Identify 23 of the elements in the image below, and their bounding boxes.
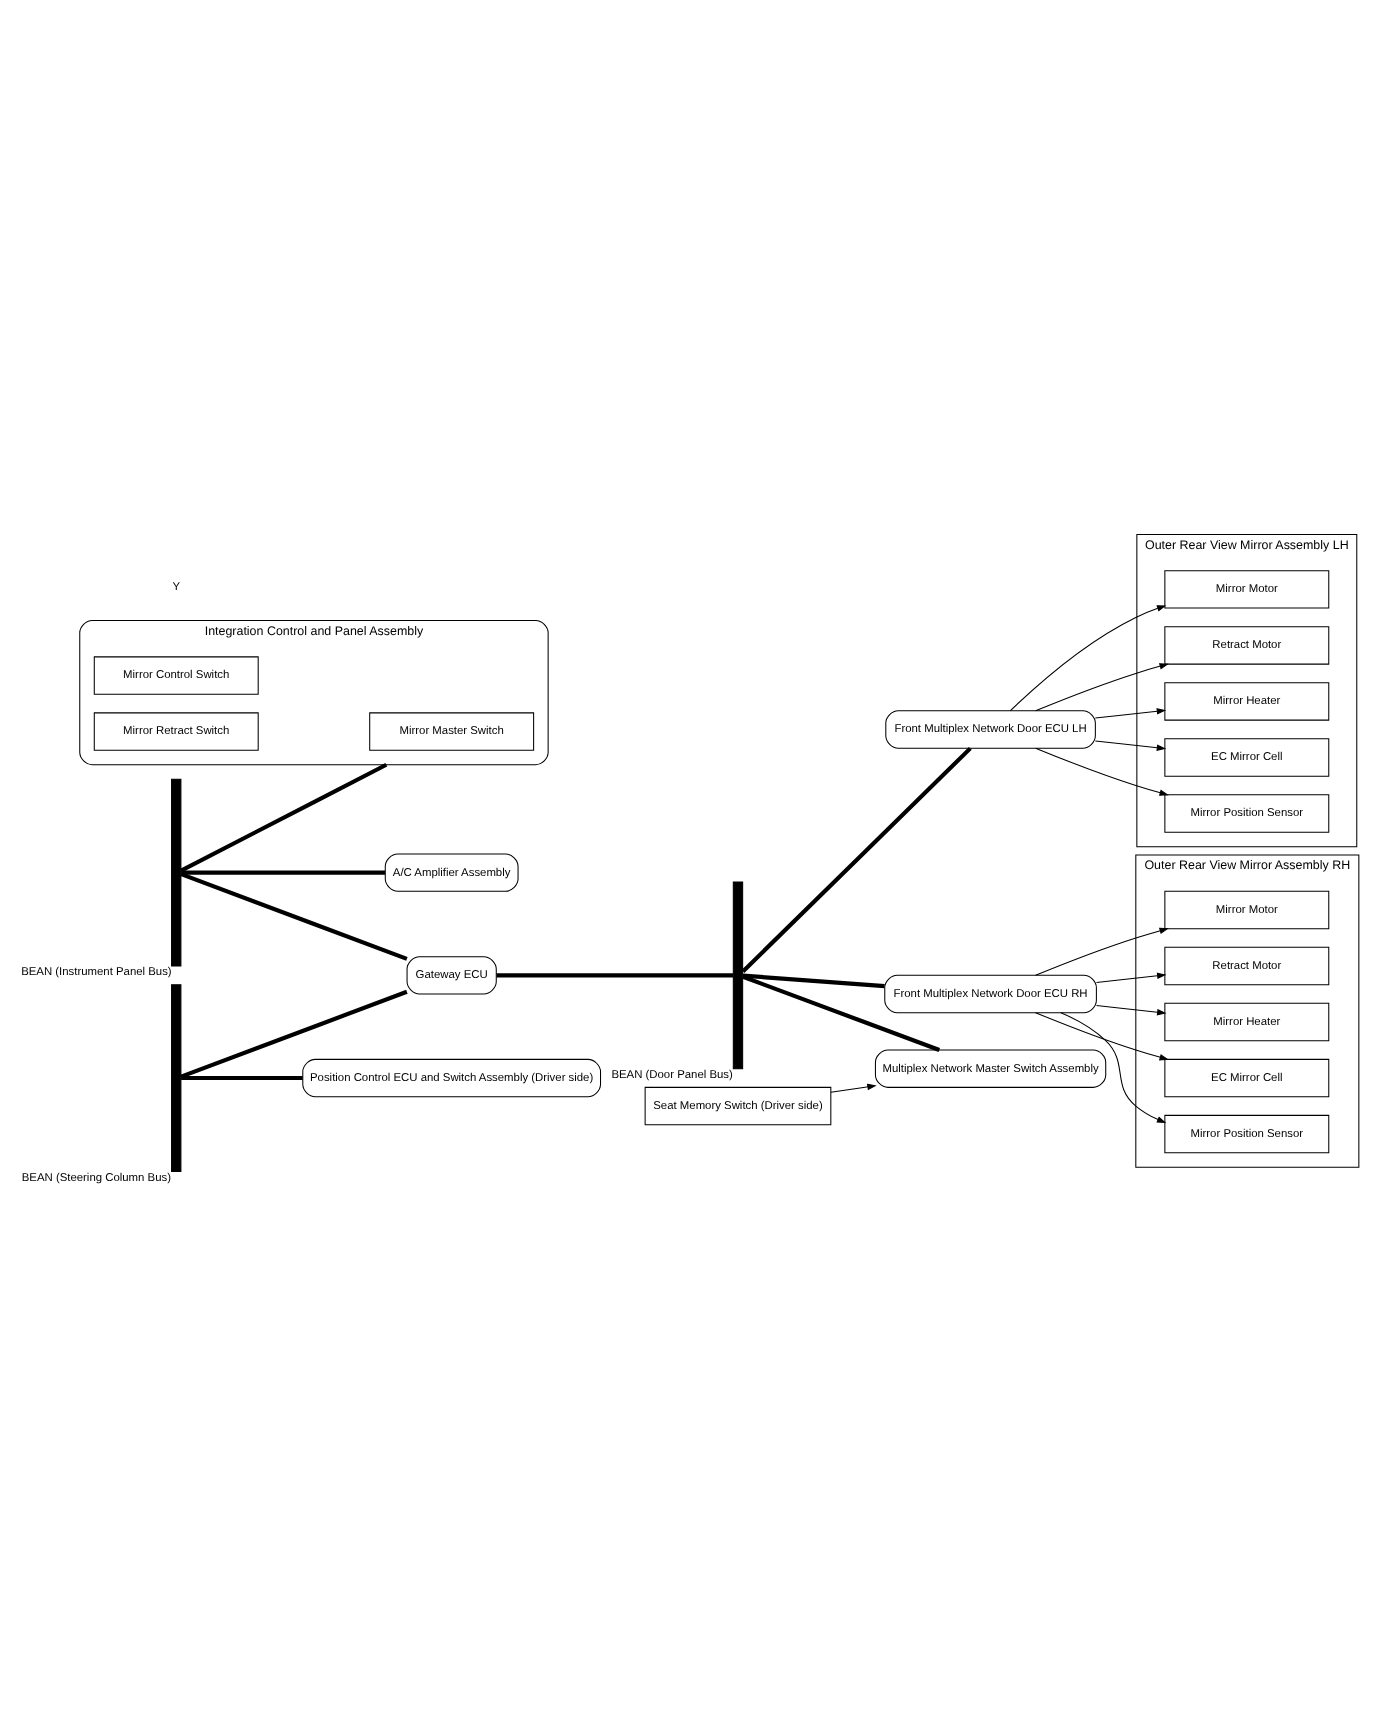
- arrow: [1095, 972, 1167, 983]
- connector: [180, 989, 408, 1079]
- arrow: [1009, 605, 1167, 712]
- connector: [742, 974, 941, 1052]
- arrow: [1095, 1005, 1167, 1016]
- arrow: [830, 1083, 877, 1093]
- connector: [181, 870, 386, 875]
- connector: [180, 872, 408, 961]
- arrow: [1035, 663, 1169, 712]
- connector: [741, 746, 972, 973]
- node-bar: [732, 881, 744, 1070]
- arrow: [1094, 708, 1167, 719]
- arrow: [1035, 1012, 1169, 1061]
- connector: [496, 973, 734, 978]
- arrow: [1035, 927, 1169, 976]
- arrow: [1094, 740, 1167, 751]
- arrow: [1060, 1012, 1167, 1123]
- node-bar: [171, 984, 182, 1172]
- node-bar: [171, 778, 182, 967]
- arrow: [1035, 747, 1169, 796]
- connector: [742, 973, 885, 989]
- connector: [180, 762, 388, 873]
- connector: [181, 1075, 303, 1081]
